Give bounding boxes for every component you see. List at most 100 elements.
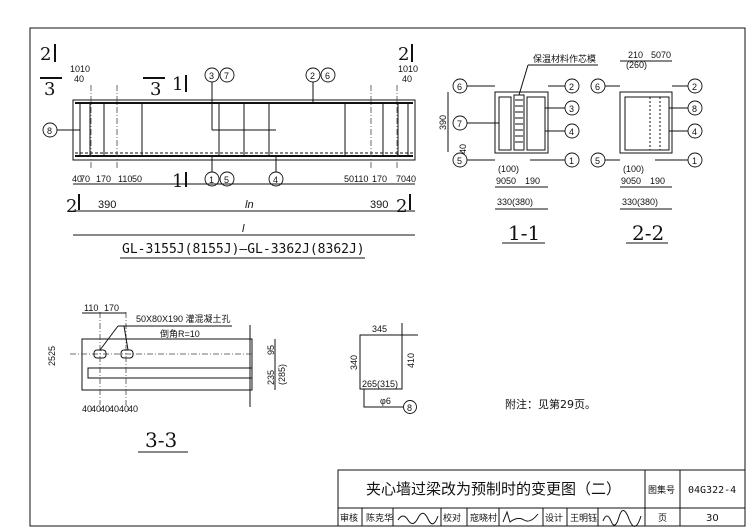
- drawing-title: 夹心墙过梁改为预制时的变更图（二）: [366, 480, 621, 498]
- svg-text:5: 5: [457, 156, 462, 166]
- dim-text: 50: [344, 174, 354, 184]
- dim-text: 70: [80, 174, 90, 184]
- dim-text: 1010: [398, 64, 418, 74]
- dim-text: 1010: [70, 64, 90, 74]
- section-mark-2: 2: [398, 44, 409, 65]
- section-mark-2: 2: [396, 196, 407, 217]
- check-label: 校对: [443, 512, 461, 524]
- dim-text: 70: [396, 174, 406, 184]
- beam-elevation: 2 2 3 3 1 1 2 2 1010 40 1010 40 8 3 7 2 …: [40, 44, 418, 259]
- callout-label: 2: [310, 71, 315, 81]
- bottom-dims: 40 40 40 40 40 40: [82, 404, 138, 414]
- svg-text:2: 2: [692, 82, 697, 92]
- svg-text:8: 8: [692, 104, 697, 114]
- dim-text: 40: [74, 74, 84, 84]
- grout-hole: [120, 349, 134, 359]
- atlas-number: 04G322-4: [688, 485, 736, 496]
- dim-text: 50: [631, 176, 641, 186]
- svg-text:40: 40: [119, 404, 129, 414]
- dim-text: (285): [277, 364, 287, 385]
- callouts: 6 5 2 8 4 1: [590, 78, 703, 168]
- section-mark-3: 3: [150, 79, 161, 100]
- dim-text: 390: [98, 199, 116, 211]
- dim-text: 40: [72, 174, 82, 184]
- callout-label: 8: [47, 126, 52, 136]
- callout-label: 4: [273, 175, 278, 185]
- callout-label: 5: [224, 175, 229, 185]
- dim-text: 170: [372, 174, 387, 184]
- reviewer-signature: [397, 512, 439, 525]
- section-label: 2-2: [632, 221, 664, 245]
- dim-text: 390: [370, 199, 388, 211]
- callout-label: 1: [209, 175, 214, 185]
- dim-text: 95: [266, 345, 276, 355]
- dim-text: 50: [651, 50, 661, 60]
- section-mark-1: 1: [172, 74, 183, 95]
- chamfer-note: 倒角R=10: [160, 328, 200, 339]
- svg-text:40: 40: [100, 404, 110, 414]
- checker-signature: [502, 510, 539, 523]
- callout-label: 7: [224, 71, 229, 81]
- section-3-3: 110 170 50X80X190 灌混凝土孔 倒角R=10 2525 95 2…: [47, 303, 287, 453]
- page-number: 30: [706, 513, 719, 524]
- dim-text: 40: [458, 144, 468, 154]
- dim-text: 410: [406, 353, 416, 368]
- svg-text:4: 4: [692, 127, 697, 137]
- svg-text:40: 40: [128, 404, 138, 414]
- dim-text: 235: [266, 370, 276, 385]
- dim-text: (260): [626, 60, 647, 70]
- svg-text:6: 6: [457, 82, 462, 92]
- dim-text: 2525: [47, 346, 57, 366]
- dim-text: 330(380): [622, 197, 658, 207]
- dim-text: (100): [623, 164, 644, 174]
- stirrup-8-detail: 345 340 410 265(315) φ6 8: [349, 323, 418, 414]
- designer-name: 王明钰: [570, 512, 597, 524]
- dim-text: 390: [438, 115, 448, 130]
- dim-text: 90: [496, 176, 506, 186]
- svg-text:1: 1: [569, 156, 574, 166]
- dim-text: 170: [96, 174, 111, 184]
- reviewer-name: 陈克华: [366, 512, 393, 524]
- svg-text:1: 1: [692, 156, 697, 166]
- dim-text: ln: [245, 199, 254, 211]
- review-label: 审核: [340, 512, 358, 524]
- section-label: 1-1: [508, 221, 540, 245]
- svg-text:40: 40: [82, 404, 92, 414]
- dim-text: 90: [621, 176, 631, 186]
- section-mark-3: 3: [44, 79, 55, 100]
- checker-name: 寇晓村: [470, 512, 497, 524]
- callout-label: 6: [325, 71, 330, 81]
- svg-text:6: 6: [595, 82, 600, 92]
- svg-text:4: 4: [569, 127, 574, 137]
- design-label: 设计: [545, 512, 563, 524]
- callout-label: 8: [407, 403, 412, 413]
- section-mark-2: 2: [66, 196, 77, 217]
- dim-text: 190: [525, 176, 540, 186]
- section-2-2: 210 (260) 50 70 6 5 2 8 4 1 (100) 90 50 …: [590, 50, 703, 245]
- elevation-title: GL-3155J(8155J)—GL-3362J(8362J): [122, 242, 365, 257]
- dim-text: 345: [372, 324, 387, 334]
- dim-text: 70: [661, 50, 671, 60]
- svg-text:7: 7: [457, 119, 462, 129]
- dim-text: 265(315): [362, 379, 398, 389]
- page-label: 页: [658, 513, 667, 524]
- dim-text: 190: [650, 176, 665, 186]
- callout-label: 3: [209, 71, 214, 81]
- svg-text:40: 40: [91, 404, 101, 414]
- note-text: 附注：见第29页。: [505, 397, 596, 411]
- section-mark-2: 2: [40, 44, 51, 65]
- svg-text:3: 3: [569, 104, 574, 114]
- dim-text: 40: [406, 174, 416, 184]
- dim-text: 170: [104, 303, 119, 313]
- dim-text: 330(380): [497, 197, 533, 207]
- title-block: 夹心墙过梁改为预制时的变更图（二） 图集号 04G322-4 审核 陈克华 校对…: [337, 469, 746, 527]
- dim-text: 110: [354, 174, 368, 184]
- svg-text:2: 2: [569, 82, 574, 92]
- dim-text: 40: [402, 74, 412, 84]
- callouts: 6 7 5 2 3 4 1: [452, 78, 580, 168]
- dim-text: 210: [628, 50, 643, 60]
- section-1-1: 保温材料作芯模 390 40 6 7 5 2 3 4 1 (100) 90 50…: [438, 53, 598, 245]
- dim-text: 340: [349, 355, 359, 370]
- dim-text: 50: [132, 174, 142, 184]
